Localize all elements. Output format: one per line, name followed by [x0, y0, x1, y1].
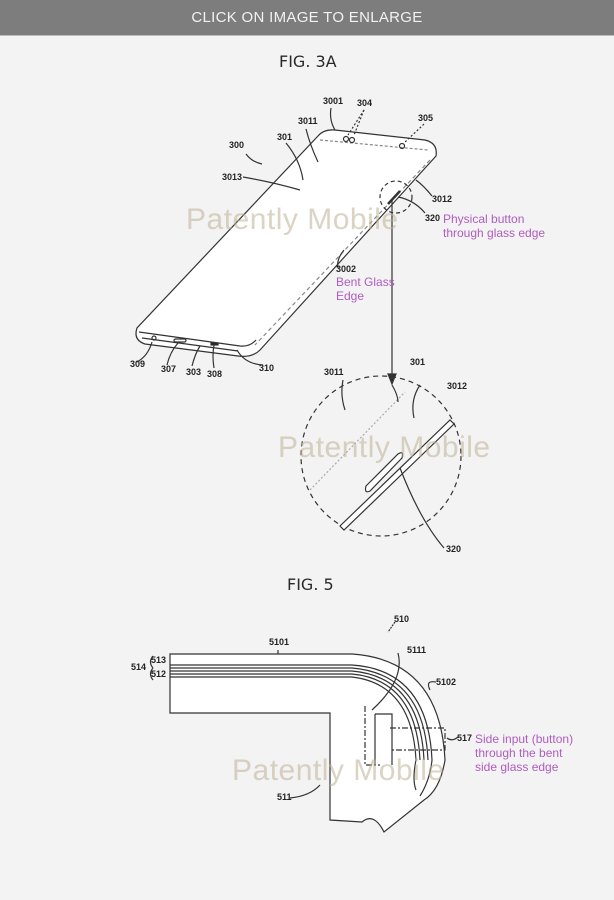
label-309: 309 — [130, 359, 145, 369]
detail-label-320: 320 — [446, 544, 461, 554]
label-513: 513 — [151, 655, 166, 665]
annotation-line: Physical button — [443, 212, 525, 226]
detail-label-301: 301 — [410, 357, 425, 367]
watermark: Patently Mobile — [232, 754, 445, 787]
label-5101: 5101 — [269, 637, 289, 647]
label-303: 303 — [186, 367, 201, 377]
side-input-annotation: Side input (button) through the bent sid… — [475, 732, 573, 774]
label-308: 308 — [207, 369, 222, 379]
label-3001: 3001 — [323, 96, 343, 106]
button-annotation: Physical button through glass edge — [443, 212, 545, 240]
label-305: 305 — [418, 113, 433, 123]
annotation-line: side glass edge — [475, 760, 559, 774]
enlarge-image-banner[interactable]: CLICK ON IMAGE TO ENLARGE — [0, 0, 614, 36]
annotation-line: Edge — [336, 289, 365, 303]
annotation-line: through glass edge — [443, 226, 546, 240]
label-517: 517 — [457, 733, 472, 743]
watermark: Patently Mobile — [278, 431, 491, 464]
label-510: 510 — [394, 614, 409, 624]
label-320: 320 — [425, 213, 440, 223]
annotation-line: Bent Glass — [336, 275, 395, 289]
label-511: 511 — [277, 792, 292, 802]
label-3013: 3013 — [222, 172, 242, 182]
watermark: Patently Mobile — [186, 203, 399, 236]
label-300: 300 — [229, 140, 244, 150]
label-5102: 5102 — [436, 677, 456, 687]
annotation-line: through the bent — [475, 746, 563, 760]
label-514: 514 — [131, 662, 146, 672]
detail-label-3011: 3011 — [324, 367, 344, 377]
label-304: 304 — [357, 98, 372, 108]
label-3002: 3002 — [336, 264, 356, 274]
bent-glass-annotation: Bent Glass Edge — [336, 275, 395, 303]
annotation-line: Side input (button) — [475, 732, 574, 746]
fig-5-title: FIG. 5 — [287, 575, 334, 594]
detail-label-3012: 3012 — [447, 381, 467, 391]
label-3011: 3011 — [298, 116, 318, 126]
label-310: 310 — [259, 363, 274, 373]
label-512: 512 — [151, 669, 166, 679]
label-5111: 5111 — [407, 645, 426, 655]
fig-3a-title: FIG. 3A — [279, 52, 337, 71]
label-301: 301 — [277, 132, 292, 142]
label-307: 307 — [161, 364, 176, 374]
label-3012: 3012 — [432, 194, 452, 204]
